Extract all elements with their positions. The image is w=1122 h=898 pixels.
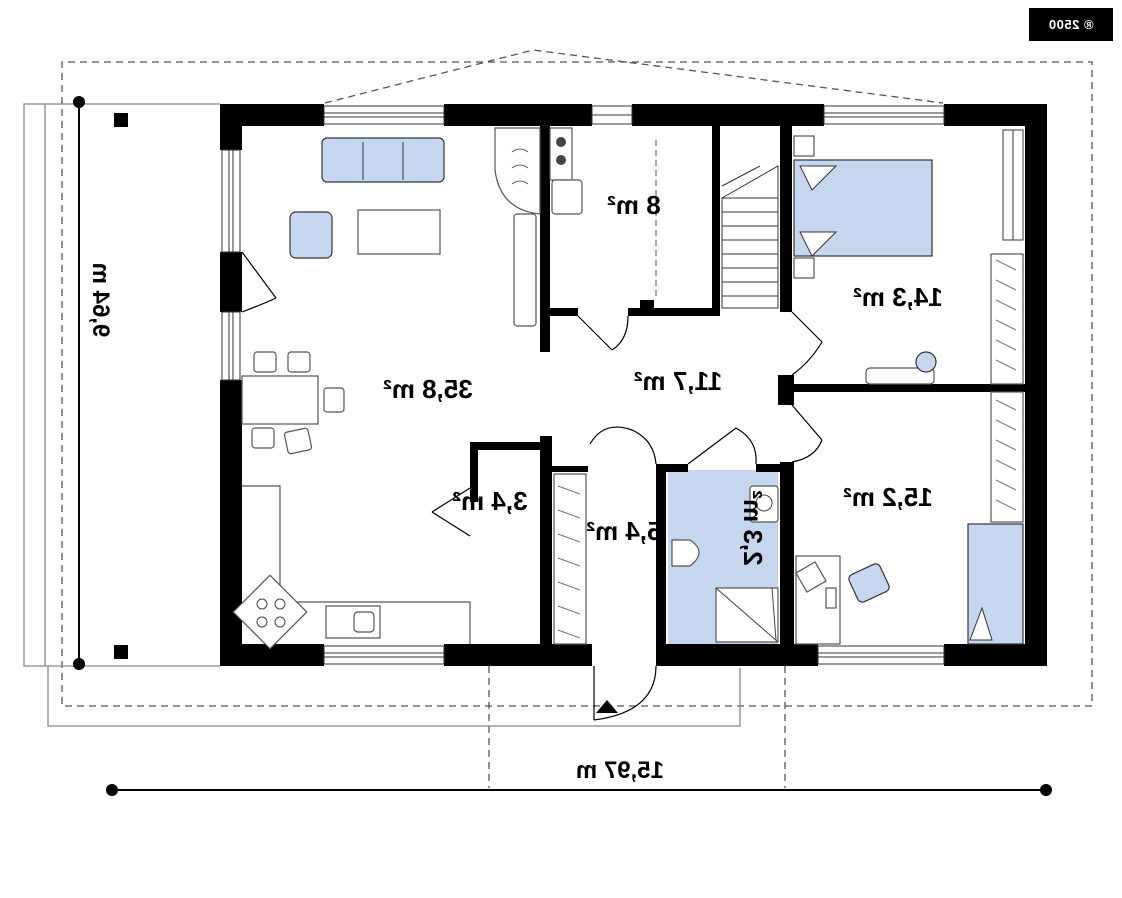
door-swings bbox=[241, 251, 823, 721]
kitchen-counter bbox=[232, 485, 471, 650]
room-area-bedroom-top: 14,3 m² bbox=[853, 282, 943, 312]
closet-vestibule bbox=[553, 473, 587, 645]
desk-top-bedroom bbox=[865, 351, 937, 385]
armchair bbox=[289, 211, 333, 259]
terrace-outline bbox=[23, 103, 741, 727]
staircase bbox=[721, 165, 779, 309]
windows bbox=[221, 105, 1024, 665]
single-bed bbox=[967, 523, 1024, 645]
room-area-kitchen: 8 m² bbox=[607, 190, 661, 220]
room-area-living: 35,8 m² bbox=[383, 374, 473, 404]
wardrobe-bottom bbox=[990, 391, 1024, 523]
room-area-hall: 11,7 m² bbox=[634, 366, 723, 396]
room-area-bathroom: 2,3 m² bbox=[738, 490, 768, 565]
wardrobe-top bbox=[990, 253, 1024, 385]
exterior-walls bbox=[220, 104, 1047, 666]
width-dimension-line bbox=[106, 700, 1052, 796]
depth-dimension-label: 9,64 m bbox=[87, 263, 114, 338]
depth-dimension-line bbox=[73, 96, 128, 670]
room-area-vestibule: 5,4 m² bbox=[586, 516, 661, 546]
desk-bottom-bedroom bbox=[795, 555, 890, 645]
coffee-table bbox=[357, 209, 441, 255]
width-dimension-label: 15,97 m bbox=[576, 757, 664, 784]
bathroom-fixtures bbox=[671, 485, 779, 643]
stove-unit bbox=[494, 127, 541, 327]
roof-outline bbox=[61, 49, 1093, 788]
interior-walls bbox=[470, 126, 1025, 644]
room-area-bedroom-bottom: 15,2 m² bbox=[843, 482, 933, 512]
double-bed bbox=[793, 135, 933, 279]
kitchen-appliances bbox=[549, 127, 657, 310]
room-labels: 35,8 m² 8 m² 11,7 m² 14,3 m² 15,2 m² 3,4… bbox=[383, 190, 943, 566]
dining-set bbox=[241, 351, 345, 455]
room-area-pantry: 3,4 m² bbox=[452, 486, 527, 516]
sofa bbox=[321, 137, 445, 183]
